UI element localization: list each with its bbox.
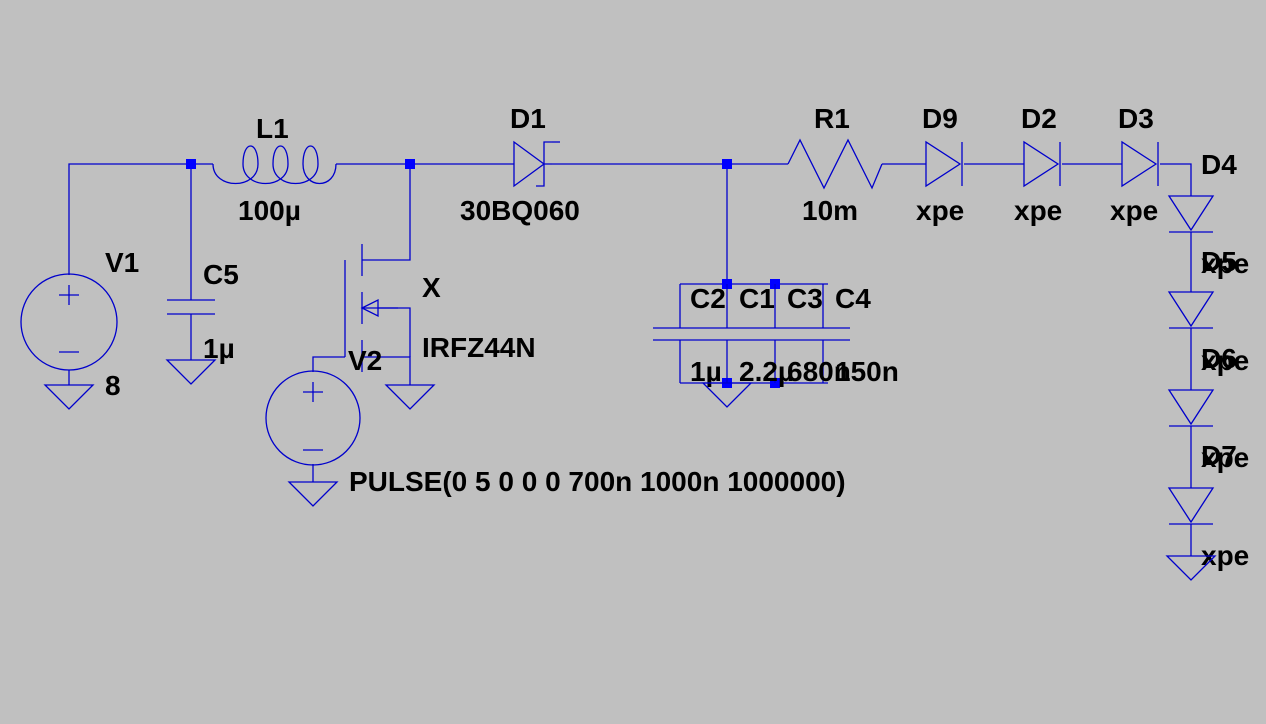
ground-icon <box>287 481 339 507</box>
led-icon <box>1167 291 1215 328</box>
pulse-source-icon <box>265 370 361 466</box>
led-icon <box>1167 487 1215 524</box>
schottky-diode-icon <box>513 140 546 188</box>
resistor-icon <box>787 138 883 190</box>
d9-ref: D9 <box>922 103 958 134</box>
ground-icon <box>1165 555 1217 581</box>
r1-value: 10m <box>802 195 858 226</box>
junction-dot[interactable] <box>405 159 415 169</box>
mosfet-ref: X <box>422 272 441 303</box>
led-icon <box>1167 389 1215 426</box>
led-icon <box>1023 140 1060 188</box>
d9-value: xpe <box>916 195 964 226</box>
c3-ref: C3 <box>787 283 823 314</box>
component-d6[interactable]: D6 xpe <box>1167 343 1249 473</box>
wire-gate[interactable] <box>312 356 345 372</box>
c1-ref: C1 <box>739 283 775 314</box>
junction-dot[interactable] <box>722 159 732 169</box>
c1-value: 2.2µ <box>739 356 794 387</box>
inductor-icon <box>212 145 337 185</box>
d4-ref: D4 <box>1201 149 1237 180</box>
r1-ref: R1 <box>814 103 850 134</box>
component-d4[interactable]: D4 xpe <box>1167 149 1249 279</box>
d5-value: xpe <box>1201 345 1249 376</box>
component-l1[interactable]: L1 100µ <box>212 113 337 226</box>
component-mosfet[interactable]: X IRFZ44N <box>344 244 536 372</box>
d7-ref: D7 <box>1201 440 1237 471</box>
component-v1[interactable]: V1 8 <box>20 247 139 401</box>
ground-icon <box>165 359 217 385</box>
component-r1[interactable]: R1 10m <box>787 103 883 226</box>
component-d3[interactable]: D3 xpe <box>1110 103 1159 226</box>
component-d5[interactable]: D5 xpe <box>1167 246 1249 376</box>
c2-ref: C2 <box>690 283 726 314</box>
d1-value: 30BQ060 <box>460 195 580 226</box>
c4-value: 150n <box>835 356 899 387</box>
component-d2[interactable]: D2 xpe <box>1014 103 1062 226</box>
l1-ref: L1 <box>256 113 289 144</box>
component-v2[interactable]: V2 PULSE(0 5 0 0 0 700n 1000n 1000000) <box>265 345 846 497</box>
junction-dot[interactable] <box>186 159 196 169</box>
c5-ref: C5 <box>203 259 239 290</box>
wire-d3-d4[interactable] <box>1160 163 1192 196</box>
ground-icon <box>43 384 95 410</box>
mosfet-value: IRFZ44N <box>422 332 536 363</box>
led-icon <box>925 140 962 188</box>
c4-ref: C4 <box>835 283 871 314</box>
d2-ref: D2 <box>1021 103 1057 134</box>
c3-value: 680n <box>787 356 851 387</box>
d2-value: xpe <box>1014 195 1062 226</box>
ground-icon <box>384 384 436 410</box>
led-icon <box>1121 140 1158 188</box>
wire-v1-top[interactable] <box>68 163 213 275</box>
d3-value: xpe <box>1110 195 1158 226</box>
v2-value: PULSE(0 5 0 0 0 700n 1000n 1000000) <box>349 466 846 497</box>
component-c5[interactable]: C5 1µ <box>167 259 239 364</box>
v1-ref: V1 <box>105 247 139 278</box>
d6-value: xpe <box>1201 442 1249 473</box>
l1-value: 100µ <box>238 195 301 226</box>
component-d1[interactable]: D1 30BQ060 <box>460 103 580 226</box>
voltage-source-icon <box>20 273 118 371</box>
d5-ref: D5 <box>1201 246 1237 277</box>
ground-icon <box>701 382 753 408</box>
d3-ref: D3 <box>1118 103 1154 134</box>
capacitor-bank[interactable]: C2 C1 C3 C4 1µ 2.2µ 680n 150n <box>653 283 899 387</box>
c5-value: 1µ <box>203 333 235 364</box>
d1-ref: D1 <box>510 103 546 134</box>
wire-drain[interactable] <box>362 164 411 261</box>
c2-value: 1µ <box>690 356 722 387</box>
component-d9[interactable]: D9 xpe <box>916 103 964 226</box>
led-icon <box>1167 195 1215 232</box>
v2-ref: V2 <box>348 345 382 376</box>
d6-ref: D6 <box>1201 343 1237 374</box>
d4-value: xpe <box>1201 248 1249 279</box>
v1-value: 8 <box>105 370 121 401</box>
